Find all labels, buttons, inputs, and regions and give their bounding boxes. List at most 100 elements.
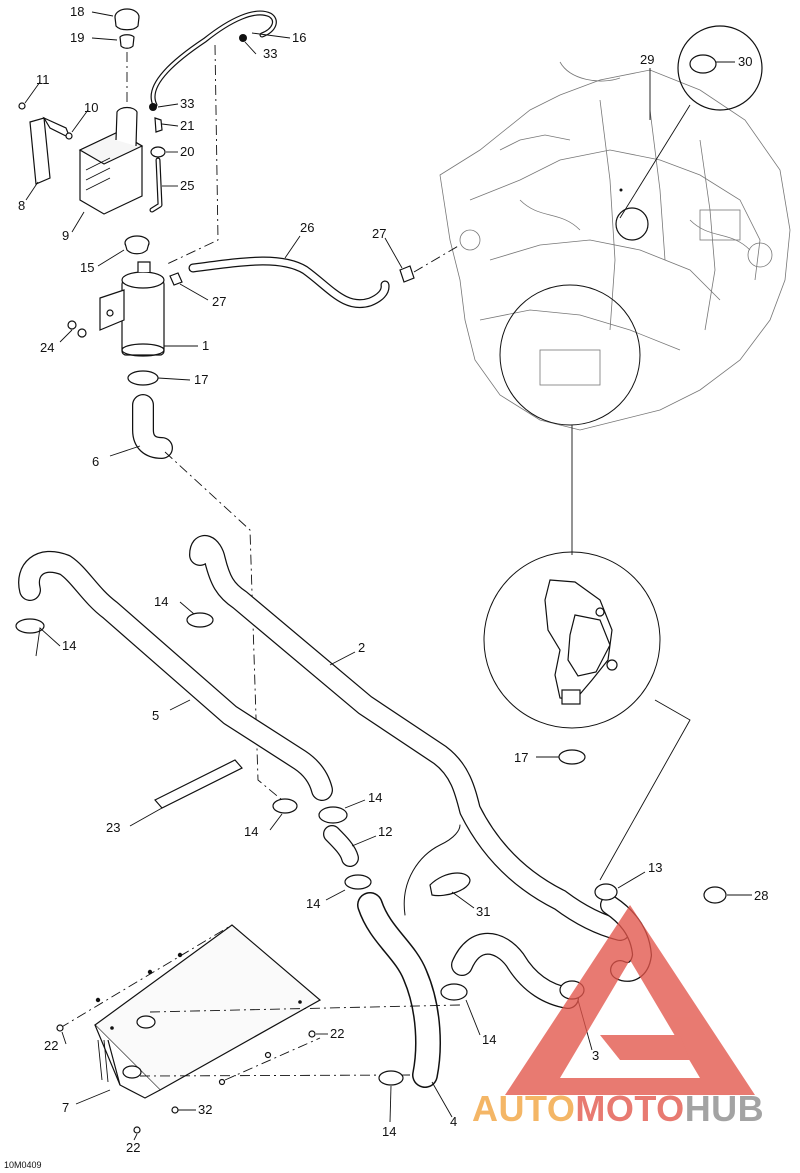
callout-13: 13 <box>648 860 662 875</box>
callout-12: 12 <box>378 824 392 839</box>
radiator-bracket-7 <box>94 924 322 1099</box>
clamp-13 <box>594 883 618 901</box>
engine-outline <box>439 61 791 431</box>
watermark-auto: AUTO <box>472 1088 575 1129</box>
callout-16: 16 <box>292 30 306 45</box>
callout-14: 14 <box>382 1124 396 1139</box>
callout-30: 30 <box>738 54 752 69</box>
bracket-screw-line <box>59 924 233 1029</box>
nut-10 <box>65 132 73 140</box>
screw-11 <box>18 102 26 110</box>
callout-20: 20 <box>180 144 194 159</box>
callout-14: 14 <box>62 638 76 653</box>
screw-32 <box>171 1106 179 1114</box>
callout-14: 14 <box>154 594 168 609</box>
clamp-14-bottom <box>378 1070 404 1086</box>
callout-25: 25 <box>180 178 194 193</box>
callout-22: 22 <box>44 1038 58 1053</box>
radiator-hose-4 <box>357 892 441 1088</box>
detail-circle-thermostat-housing <box>483 551 691 881</box>
leader-lines <box>24 11 752 1141</box>
callout-33: 33 <box>263 46 277 61</box>
clamp-14-left <box>15 618 45 634</box>
callout-14: 14 <box>482 1032 496 1047</box>
callout-24: 24 <box>40 340 54 355</box>
callout-3: 3 <box>592 1048 599 1063</box>
detail-circle-thermostat-clamp <box>615 25 763 241</box>
callout-17: 17 <box>194 372 208 387</box>
bracket-nut-line <box>224 1037 321 1081</box>
elbow-12 <box>323 825 359 867</box>
bracket-rivet-2 <box>177 952 183 958</box>
clamp-14-lower-right <box>440 983 468 1001</box>
callout-33: 33 <box>180 96 194 111</box>
screw-24-a <box>67 320 77 330</box>
callout-32: 32 <box>198 1102 212 1117</box>
coolant-tank-1 <box>99 261 165 357</box>
nut-22-low <box>218 1078 226 1086</box>
callout-14: 14 <box>244 824 258 839</box>
fitting-21 <box>154 117 163 133</box>
clamp-14-mid-a <box>272 798 298 814</box>
callout-10: 10 <box>84 100 98 115</box>
clamp-33-top <box>239 34 247 42</box>
watermark-hub: HUB <box>685 1088 765 1129</box>
watermark-triangle-logo <box>505 905 755 1095</box>
callout-21: 21 <box>180 118 194 133</box>
callout-11: 11 <box>36 72 50 87</box>
callout-5: 5 <box>152 708 159 723</box>
screw-24-b <box>77 328 87 338</box>
callout-6: 6 <box>92 454 99 469</box>
callout-1: 1 <box>202 338 209 353</box>
svg-text:AUTOMOTOHUB: AUTOMOTOHUB <box>472 1088 764 1129</box>
bracket-rivet-1 <box>147 969 153 975</box>
bracket-to-clamp-line <box>149 1004 461 1013</box>
callout-22: 22 <box>330 1026 344 1041</box>
callout-17: 17 <box>514 750 528 765</box>
callout-31: 31 <box>476 904 490 919</box>
callout-26: 26 <box>300 220 314 235</box>
callout-9: 9 <box>62 228 69 243</box>
automotohub-watermark: AUTOMOTOHUB <box>472 905 764 1129</box>
clamp-14-upper <box>186 612 214 628</box>
clamp-17-top <box>127 370 159 386</box>
expansion-reservoir-9 <box>78 106 144 215</box>
clamp-33-lower <box>149 103 157 111</box>
callout-8: 8 <box>18 198 25 213</box>
washer-20 <box>150 146 166 158</box>
screw-22-left <box>56 1024 64 1032</box>
callout-labels: 18 19 16 33 11 10 33 21 20 25 8 9 29 30 … <box>18 4 768 1155</box>
callout-14: 14 <box>368 790 382 805</box>
screw-22-mid <box>308 1030 316 1038</box>
callout-18: 18 <box>70 4 84 19</box>
callout-28: 28 <box>754 888 768 903</box>
callout-4: 4 <box>450 1114 457 1129</box>
callout-29: 29 <box>640 52 654 67</box>
vent-route-line <box>164 44 219 266</box>
callout-2: 2 <box>358 640 365 655</box>
reservoir-cap-18 <box>114 8 140 31</box>
clamp-27-engine <box>399 265 415 283</box>
callout-7: 7 <box>62 1100 69 1115</box>
drawing-reference: 10M0409 <box>4 1160 42 1170</box>
bracket-lower-line <box>139 1074 411 1077</box>
coolant-pipe-5 <box>18 550 333 801</box>
clamp-28 <box>703 886 727 904</box>
wire-loop <box>403 824 461 916</box>
bracket-rivet-3 <box>95 997 101 1003</box>
nut-22-mid <box>264 1051 272 1059</box>
reservoir-gasket-19 <box>119 34 135 49</box>
clamp-17-thermostat <box>558 749 586 765</box>
callout-14: 14 <box>306 896 320 911</box>
callout-19: 19 <box>70 30 84 45</box>
coolant-pipe-2 <box>189 535 631 941</box>
pressure-cap-15 <box>124 235 150 255</box>
callout-15: 15 <box>80 260 94 275</box>
watermark-moto: MOTO <box>575 1088 684 1129</box>
elbow-to-pipe-line <box>164 451 283 801</box>
clamp-27-tank <box>169 272 183 286</box>
callout-27: 27 <box>372 226 386 241</box>
reservoir-strap-8 <box>29 116 72 185</box>
clamp-14-mid-c <box>344 874 372 890</box>
callout-22: 22 <box>126 1140 140 1155</box>
